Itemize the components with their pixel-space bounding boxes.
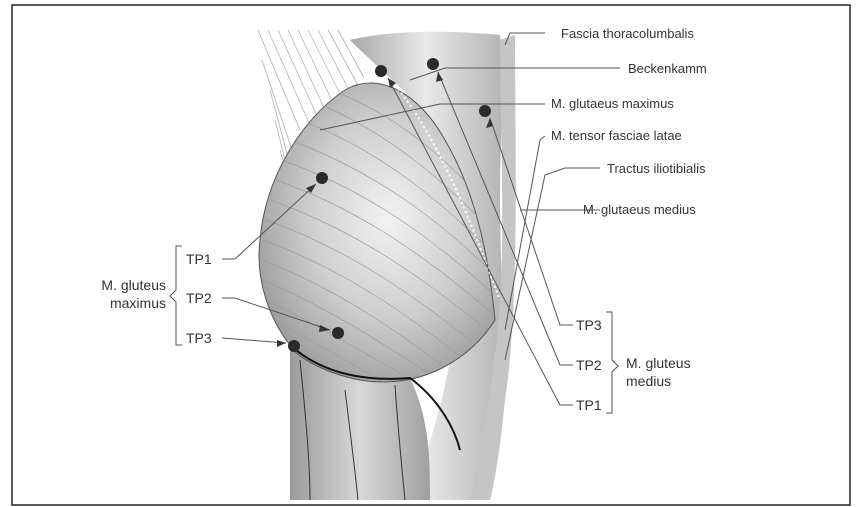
label-tensor-fasciae-latae: M. tensor fasciae latae bbox=[551, 128, 682, 143]
label-max-tp1: TP1 bbox=[186, 251, 212, 267]
trigger-point-med-tp3 bbox=[479, 105, 491, 117]
label-glutaeus-maximus: M. glutaeus maximus bbox=[551, 96, 674, 111]
label-tractus-iliotibialis: Tractus iliotibialis bbox=[607, 161, 706, 176]
trigger-point-med-tp2 bbox=[427, 58, 439, 70]
label-max-tp2: TP2 bbox=[186, 290, 212, 306]
label-beckenkamm: Beckenkamm bbox=[628, 61, 707, 76]
label-gluteus-maximus-line1: M. gluteus bbox=[101, 277, 166, 293]
right-bracket bbox=[606, 312, 618, 413]
left-bracket bbox=[170, 246, 182, 345]
trigger-point-max-tp2 bbox=[332, 327, 344, 339]
label-glutaeus-medius: M. glutaeus medius bbox=[583, 202, 696, 217]
label-med-tp2: TP2 bbox=[576, 357, 602, 373]
label-max-tp3: TP3 bbox=[186, 330, 212, 346]
trigger-point-max-tp3 bbox=[288, 340, 300, 352]
trigger-point-med-tp1 bbox=[375, 65, 387, 77]
label-med-tp3: TP3 bbox=[576, 317, 602, 333]
label-gluteus-medius-line2: medius bbox=[626, 373, 671, 389]
label-fascia-thoracolumbalis: Fascia thoracolumbalis bbox=[561, 26, 694, 41]
trigger-point-max-tp1 bbox=[316, 172, 328, 184]
label-med-tp1: TP1 bbox=[576, 397, 602, 413]
label-gluteus-maximus-line2: maximus bbox=[110, 295, 166, 311]
label-gluteus-medius-line1: M. gluteus bbox=[626, 355, 691, 371]
